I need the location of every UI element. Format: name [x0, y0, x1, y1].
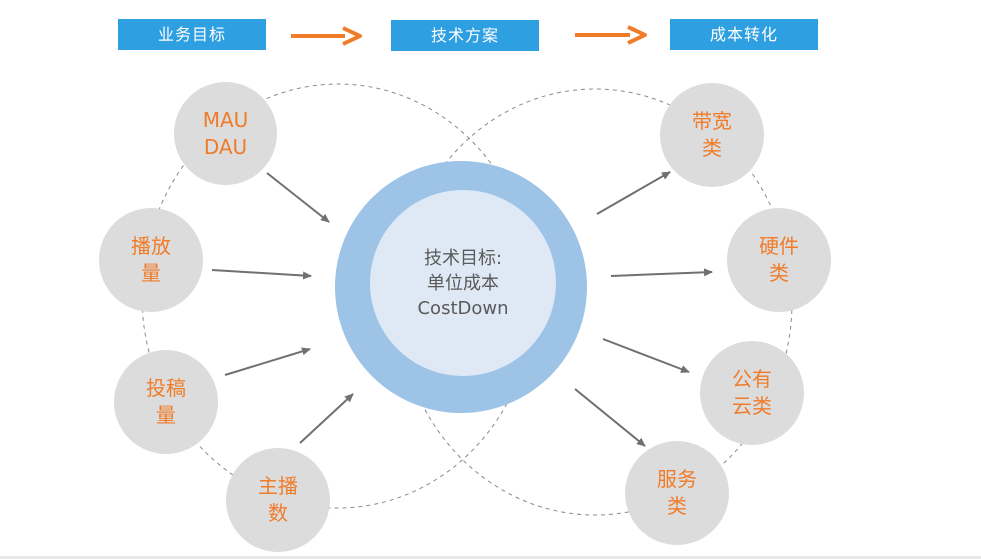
node-label-line2: 云类	[732, 394, 772, 418]
cost-node-public-cloud: 公有 云类	[700, 341, 804, 445]
node-label-line1: 播放	[131, 234, 171, 258]
arrow-uploads-to-center	[224, 347, 311, 376]
node-label-line1: 公有	[732, 367, 772, 391]
node-label-line1: 投稿	[146, 376, 186, 400]
arrow-plays-to-center	[211, 269, 312, 280]
node-label-line2: 数	[268, 501, 288, 525]
node-label-line2: DAU	[203, 134, 248, 159]
cost-conversion-label: 成本转化	[709, 25, 778, 44]
metric-node-plays: 播放 量	[99, 208, 203, 312]
metric-node-uploads: 投稿 量	[114, 350, 218, 454]
cost-node-services: 服务 类	[625, 441, 729, 545]
business-goal-box: 业务目标	[118, 19, 266, 50]
tech-plan-box: 技术方案	[391, 20, 539, 51]
center-goal-line3: CostDown	[417, 297, 509, 319]
node-label-line2: 量	[156, 403, 176, 427]
node-label-line2: 类	[702, 136, 722, 160]
arrow-center-to-hardware	[610, 268, 713, 277]
node-label-line2: 类	[667, 494, 687, 518]
cost-node-bandwidth: 带宽 类	[660, 83, 764, 187]
node-label-line2: 类	[769, 261, 789, 285]
node-label-line1: 带宽	[692, 109, 732, 133]
arrow-anchors-to-center	[299, 393, 354, 444]
arrow-center-to-services	[574, 388, 646, 447]
bottom-divider	[0, 556, 981, 559]
cost-node-hardware: 硬件 类	[727, 208, 831, 312]
arrow-center-to-bandwidth	[596, 171, 671, 215]
arrow-mau-to-center	[266, 172, 330, 223]
arrow-center-to-cloud	[602, 338, 690, 373]
node-label-line1: 服务	[657, 467, 697, 491]
center-goal-line2: 单位成本	[427, 272, 499, 294]
metric-node-anchors: 主播 数	[226, 448, 330, 552]
flow-arrow-1	[291, 26, 362, 46]
center-goal-line1: 技术目标:	[423, 247, 503, 269]
metric-node-mau-dau: MAU DAU	[174, 82, 277, 185]
business-goal-label: 业务目标	[157, 25, 226, 44]
center-goal: 技术目标: 单位成本 CostDown	[370, 190, 556, 376]
node-label-line1: MAU	[202, 107, 249, 132]
node-label-line2: 量	[141, 261, 161, 285]
node-label-line1: 硬件	[759, 234, 799, 258]
flow-arrow-2	[575, 25, 647, 45]
tech-plan-label: 技术方案	[430, 26, 499, 45]
node-label-line1: 主播	[258, 474, 298, 498]
cost-conversion-box: 成本转化	[670, 19, 818, 50]
